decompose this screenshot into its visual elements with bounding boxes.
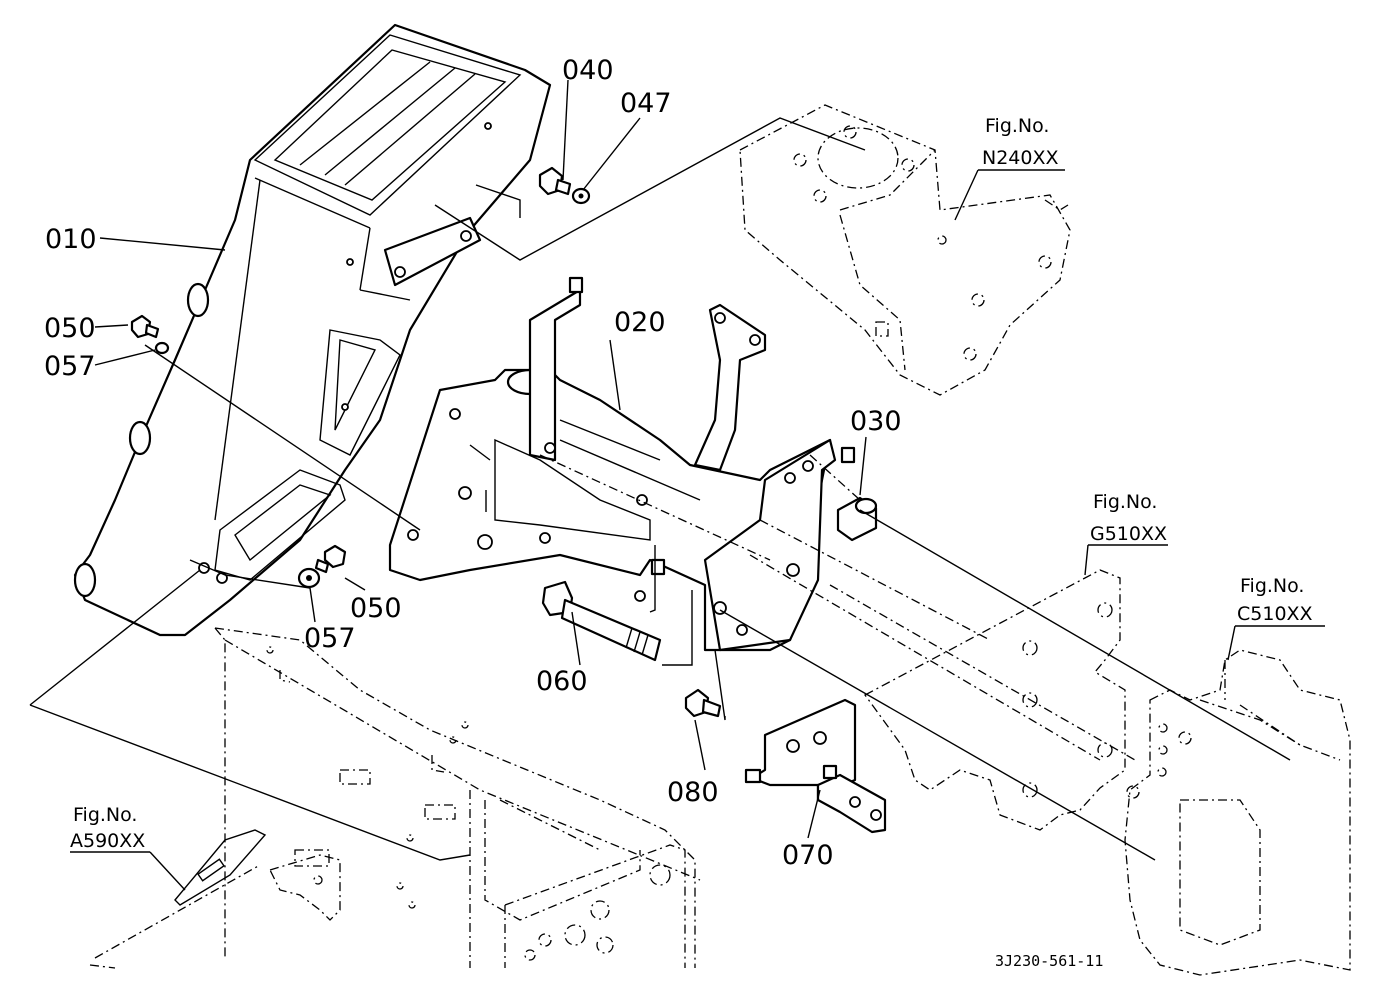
label-047: 047 [620, 88, 672, 119]
label-040: 040 [562, 55, 614, 86]
label-060: 060 [536, 666, 588, 697]
bolt-080 [684, 688, 722, 718]
fig-g510-number: G510XX [1090, 523, 1167, 545]
bracket-070 [744, 698, 887, 834]
bushing-030 [836, 496, 878, 542]
bolt-050-lower [297, 544, 347, 589]
fig-a590-title: Fig.No. [73, 804, 137, 826]
label-010: 010 [45, 224, 97, 255]
drawing-code: 3J230-561-11 [995, 952, 1103, 970]
lower-frame [214, 627, 701, 968]
label-057-lower: 057 [304, 623, 356, 654]
label-020: 020 [614, 307, 666, 338]
leader-lines [29, 79, 1325, 891]
fig-c510-number: C510XX [1237, 603, 1313, 625]
label-050-upper: 050 [44, 313, 96, 344]
part-labels: 010 050 057 040 047 020 030 050 057 060 … [44, 55, 902, 871]
bracket-n240 [739, 104, 1071, 396]
fig-g510-title: Fig.No. [1093, 491, 1157, 513]
label-070: 070 [782, 840, 834, 871]
frame-020 [388, 276, 856, 652]
label-030: 030 [850, 406, 902, 437]
fig-a590-number: A590XX [70, 830, 145, 852]
label-080: 080 [667, 777, 719, 808]
bolt-060 [541, 580, 662, 662]
step-assembly-010 [73, 23, 552, 637]
bolt-040-washer-047 [538, 166, 591, 205]
fig-n240-number: N240XX [982, 147, 1059, 169]
bolt-050-upper [130, 314, 170, 355]
figure-references: Fig.No. N240XX Fig.No. G510XX Fig.No. C5… [70, 115, 1313, 852]
fig-n240-title: Fig.No. [985, 115, 1049, 137]
fig-c510-title: Fig.No. [1240, 575, 1304, 597]
label-050-lower: 050 [350, 593, 402, 624]
axle-housing-c510 [1124, 649, 1351, 976]
frame-g510 [864, 569, 1126, 831]
step-plate-a590 [89, 829, 341, 969]
label-057-upper: 057 [44, 351, 96, 382]
